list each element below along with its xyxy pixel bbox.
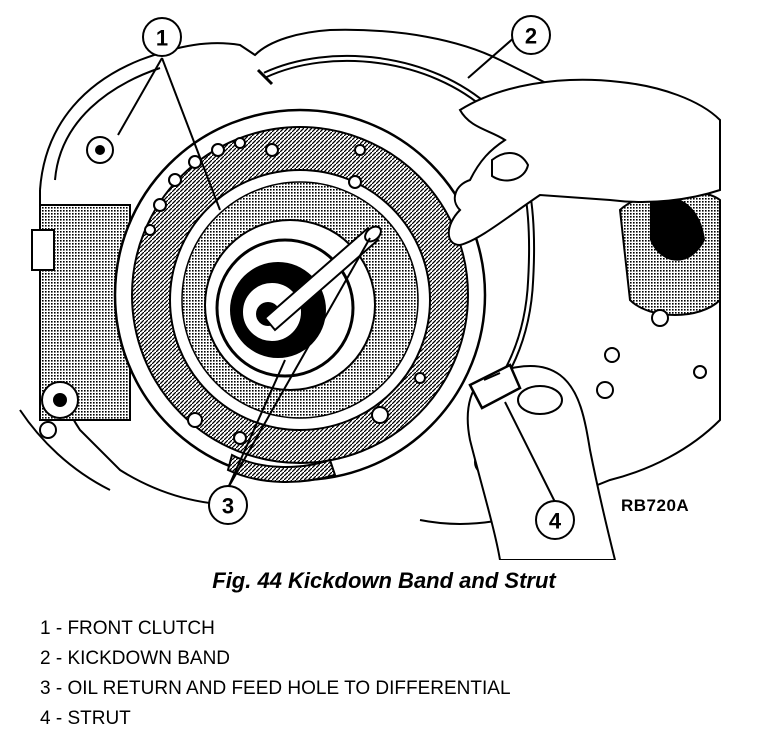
svg-text:2: 2 [525, 24, 537, 49]
figure-caption: Fig. 44 Kickdown Band and Strut [212, 568, 556, 593]
legend-item: 4 - STRUT [40, 708, 131, 729]
callout-legend: 1 - FRONT CLUTCH 2 - KICKDOWN BAND 3 - O… [40, 614, 511, 734]
strut [468, 363, 522, 410]
callout-4: 4 [535, 500, 575, 540]
bolt-holes [144, 137, 426, 428]
callout-3: 3 [208, 485, 248, 525]
svg-text:4: 4 [549, 509, 562, 534]
oil-return-feed-hole [226, 431, 337, 483]
leader-lines [117, 35, 556, 503]
callout-1: 1 [142, 17, 182, 57]
legend-item: 1 - FRONT CLUTCH [40, 618, 215, 639]
transmission-illustration: 1 2 3 4 [19, 15, 721, 560]
callout-2: 2 [511, 15, 551, 55]
legend-item: 3 - OIL RETURN AND FEED HOLE TO DIFFEREN… [40, 678, 511, 699]
figure-reference-id: RB720A [621, 496, 690, 515]
legend-item: 2 - KICKDOWN BAND [40, 648, 231, 669]
upper-hand [447, 78, 721, 247]
svg-text:1: 1 [156, 26, 168, 51]
lower-hand [466, 364, 617, 560]
svg-text:3: 3 [222, 494, 234, 519]
